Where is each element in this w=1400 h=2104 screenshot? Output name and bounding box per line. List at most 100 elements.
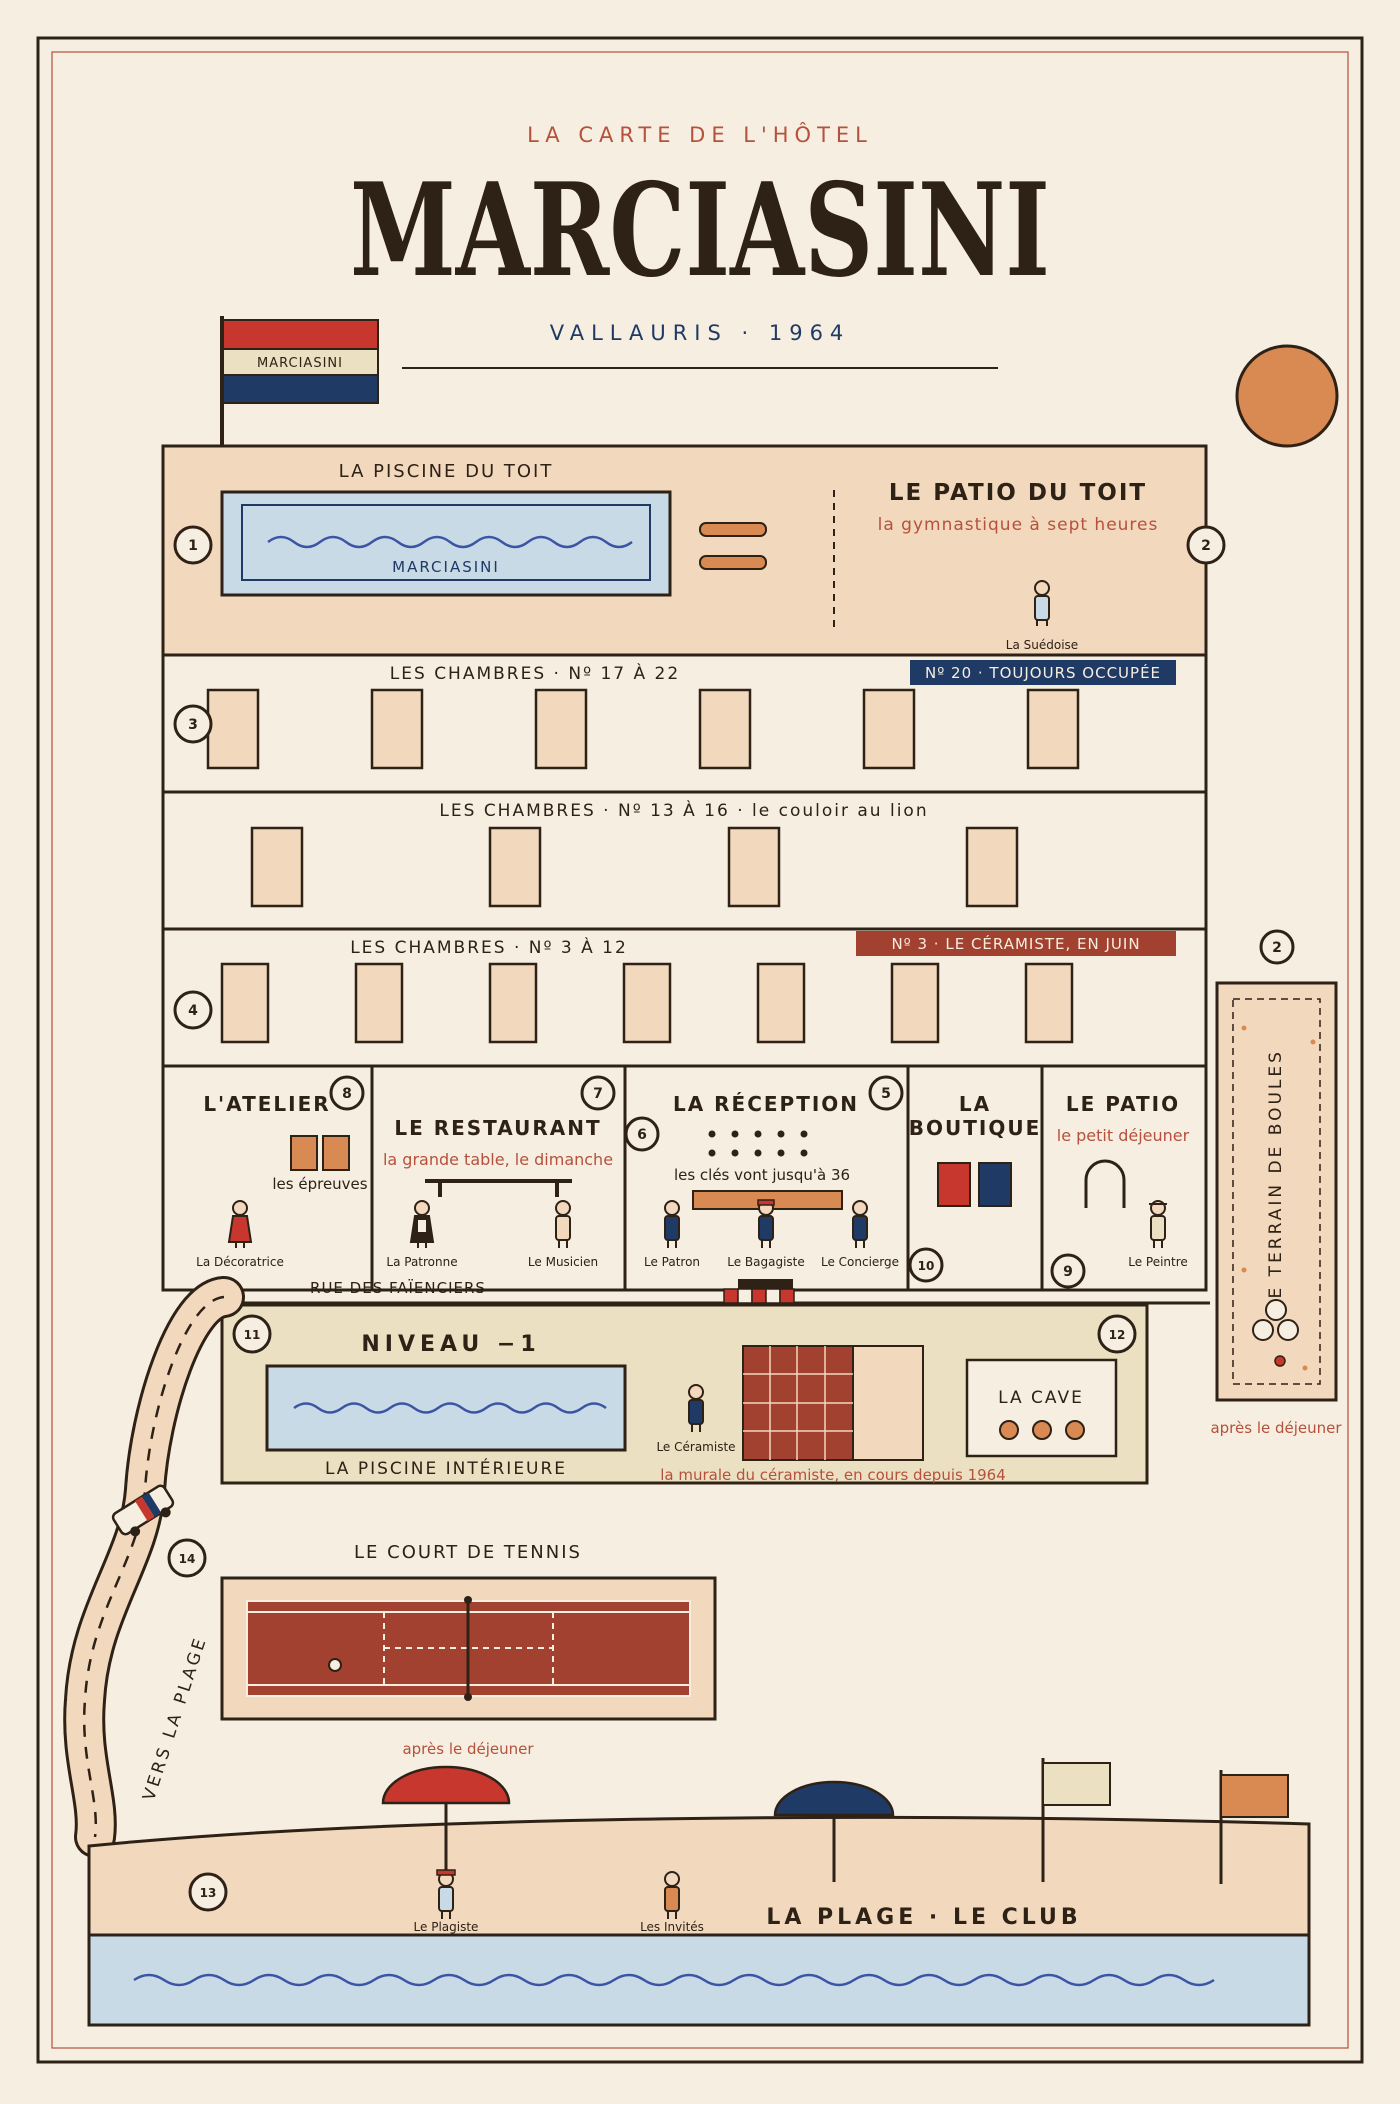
indoor-pool-label: LA PISCINE INTÉRIEURE (325, 1457, 567, 1479)
hotel-flag: MARCIASINI (220, 316, 379, 448)
rooms-floor-2-title: LES CHAMBRES · Nº 13 À 16 · le couloir a… (439, 799, 928, 821)
rooms-floor-1-title: LES CHAMBRES · Nº 3 À 12 (350, 936, 628, 958)
person-icon (664, 1200, 680, 1248)
roof-pool-wave (267, 535, 633, 549)
patio-note: le petit déjeuner (1057, 1126, 1190, 1145)
boutique-goods-icon (978, 1162, 1012, 1207)
reception-note: les clés vont jusqu'à 36 (674, 1166, 850, 1184)
marker-9: 9 (1050, 1253, 1086, 1289)
person-icon (1149, 1200, 1167, 1248)
room-3-tag-label: Nº 3 · LE CÉRAMISTE, EN JUIN (891, 934, 1140, 953)
reception-person1-label: Le Patron (644, 1255, 700, 1269)
basement-person-label: Le Céramiste (656, 1440, 735, 1454)
room-20-tag-label: Nº 20 · TOUJOURS OCCUPÉE (925, 663, 1161, 682)
person-icon (1034, 580, 1050, 626)
person-icon (664, 1871, 680, 1919)
parasol-icon (773, 1780, 895, 1882)
boutique-title-line2: BOUTIQUE (909, 1116, 1041, 1140)
outer-frame (36, 36, 1364, 2064)
rooms-floor-1-windows (220, 962, 1074, 1044)
svg-text:9: 9 (1063, 1264, 1073, 1280)
marker-2: 2 (1186, 525, 1226, 565)
mural-note: la murale du céramiste, en cours depuis … (660, 1466, 1006, 1484)
patio-title: LE PATIO (1066, 1092, 1180, 1116)
roof-guest-label: La Suédoise (1006, 638, 1078, 652)
car-icon (111, 1484, 175, 1537)
atelier-person-label: La Décoratrice (196, 1255, 284, 1269)
header-subtitle: VALLAURIS · 1964 (550, 321, 851, 345)
beach-person1-label: Le Plagiste (414, 1920, 479, 1934)
map-markers: 1 2 3 4 5 6 7 8 9 10 11 12 2 14 13 (167, 525, 1295, 1912)
reception-person2-label: Le Bagagiste (727, 1255, 805, 1269)
roof-patio-note: la gymnastique à sept heures (878, 515, 1159, 535)
roof-pool-label: MARCIASINI (392, 558, 500, 576)
lounger-icon (699, 522, 767, 537)
parasol-icon (381, 1765, 511, 1882)
sun-icon (1235, 344, 1339, 448)
beach-sand (87, 1815, 1311, 1937)
svg-text:12: 12 (1109, 1328, 1126, 1342)
person-icon (852, 1200, 868, 1248)
flag-label: MARCIASINI (257, 356, 343, 371)
boutique-goods-icon (937, 1162, 971, 1207)
rooms-floor-3-title: LES CHAMBRES · Nº 17 À 22 (390, 662, 680, 684)
header-kicker: LA CARTE DE L'HÔTEL (527, 122, 873, 147)
arch-icon (1084, 1159, 1126, 1208)
marker-7: 7 (580, 1075, 616, 1111)
lounger-icon (699, 555, 767, 570)
sea (87, 1933, 1311, 2027)
tennis-title: LE COURT DE TENNIS (354, 1542, 582, 1563)
proof-tile-icon (322, 1135, 350, 1171)
marker-6: 6 (624, 1116, 660, 1152)
svg-text:8: 8 (342, 1086, 352, 1102)
entrance-awning-icon (723, 1279, 795, 1304)
road-centerline (82, 1295, 225, 1838)
wine-cellar-label: LA CAVE (998, 1388, 1084, 1408)
svg-text:4: 4 (188, 1003, 198, 1019)
marker-14: 14 (167, 1538, 207, 1578)
person-icon (688, 1384, 704, 1432)
rooms-floor-2-windows (250, 826, 1019, 908)
person-icon (436, 1869, 456, 1919)
marker-5: 5 (868, 1075, 904, 1111)
marker-8: 8 (329, 1075, 365, 1111)
marker-1: 1 (173, 525, 213, 565)
marker-4: 4 (173, 990, 213, 1030)
boules-balls-icon (1252, 1299, 1299, 1341)
restaurant-person1-label: La Patronne (386, 1255, 457, 1269)
barrel-icon (999, 1420, 1085, 1440)
reception-person3-label: Le Concierge (821, 1255, 899, 1269)
tennis-note: après le déjeuner (402, 1740, 534, 1758)
rooms-floor-3-windows (206, 688, 1080, 770)
restaurant-note: la grande table, le dimanche (383, 1150, 613, 1169)
tennis-ball-icon (328, 1658, 342, 1672)
marker-2-boules: 2 (1259, 929, 1295, 965)
person-icon (409, 1200, 435, 1248)
boutique-title-line1: LA (959, 1092, 991, 1116)
svg-text:6: 6 (637, 1127, 647, 1143)
mural (742, 1345, 924, 1461)
person-icon (227, 1200, 253, 1248)
boules-court (1215, 981, 1338, 1402)
room-3-tag (856, 931, 1176, 956)
atelier-title: L'ATELIER (203, 1092, 330, 1116)
svg-text:14: 14 (179, 1552, 196, 1566)
header-title: MARCIASINI (350, 156, 1050, 306)
svg-text:1: 1 (188, 538, 198, 554)
indoor-pool (265, 1364, 627, 1452)
reception-title: LA RÉCEPTION (673, 1092, 859, 1116)
svg-text:3: 3 (188, 717, 198, 733)
restaurant-title: LE RESTAURANT (394, 1116, 601, 1140)
roof-patio-title: LE PATIO DU TOIT (889, 480, 1147, 506)
beach-flag-icon (1219, 1770, 1289, 1884)
marker-13: 13 (188, 1872, 228, 1912)
restaurant-person2-label: Le Musicien (528, 1255, 598, 1269)
table-icon (425, 1179, 572, 1197)
jack-icon (1274, 1355, 1286, 1367)
basement-title: NIVEAU −1 (361, 1332, 540, 1357)
road-label: VERS LA PLAGE (139, 1634, 211, 1803)
beach-title: LA PLAGE · LE CLUB (766, 1905, 1081, 1930)
indoor-pool-wave (293, 1402, 607, 1414)
marker-12: 12 (1097, 1314, 1137, 1354)
